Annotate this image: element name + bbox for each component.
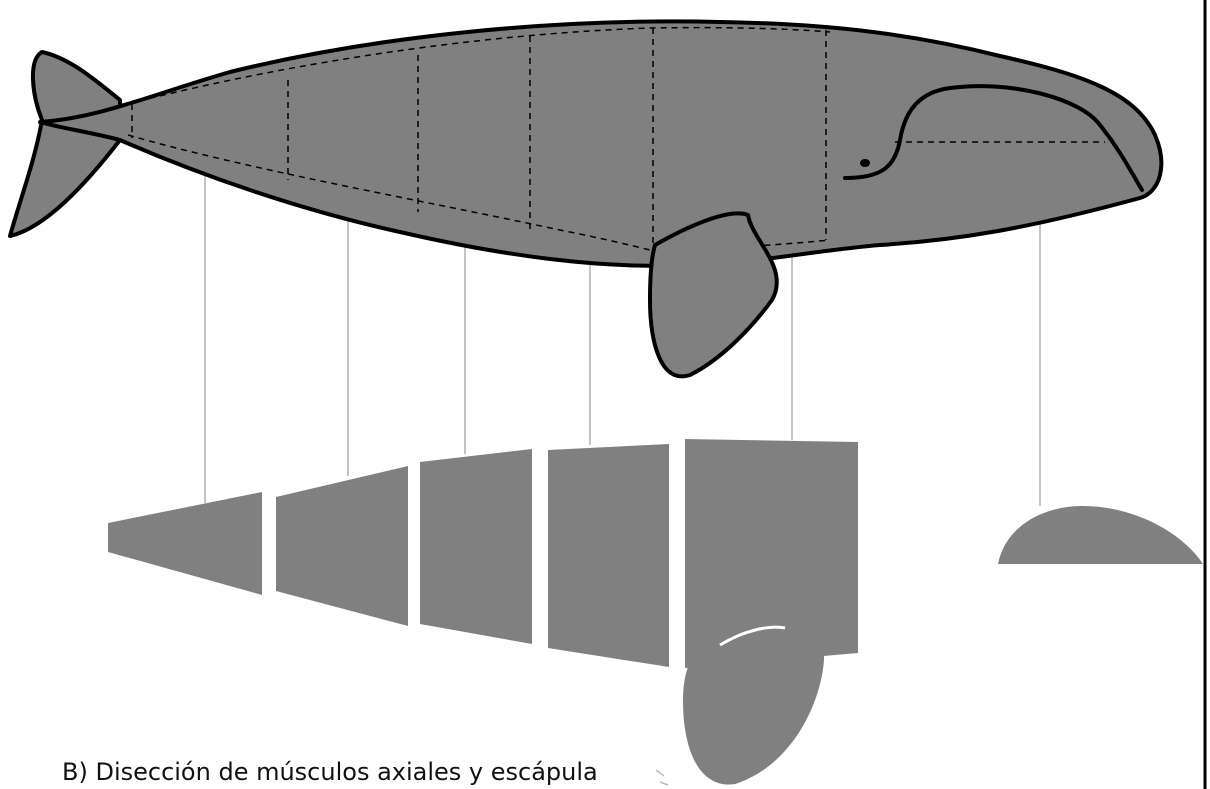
head-cross-section [998, 506, 1203, 564]
whale-tail-fluke [10, 52, 120, 236]
whale-eye-icon [860, 159, 870, 167]
muscle-segment-1 [108, 492, 262, 595]
dissected-segments [108, 439, 1203, 785]
muscle-segment-4 [548, 444, 669, 667]
scapula-flipper [683, 629, 824, 785]
small-stroke-mark [656, 770, 668, 785]
whale-pectoral-flipper [650, 213, 777, 376]
muscle-segment-3 [420, 449, 532, 644]
muscle-segment-2 [276, 466, 408, 626]
figure-caption: B) Disección de músculos axiales y escáp… [62, 760, 598, 784]
whale-body [40, 21, 1161, 266]
